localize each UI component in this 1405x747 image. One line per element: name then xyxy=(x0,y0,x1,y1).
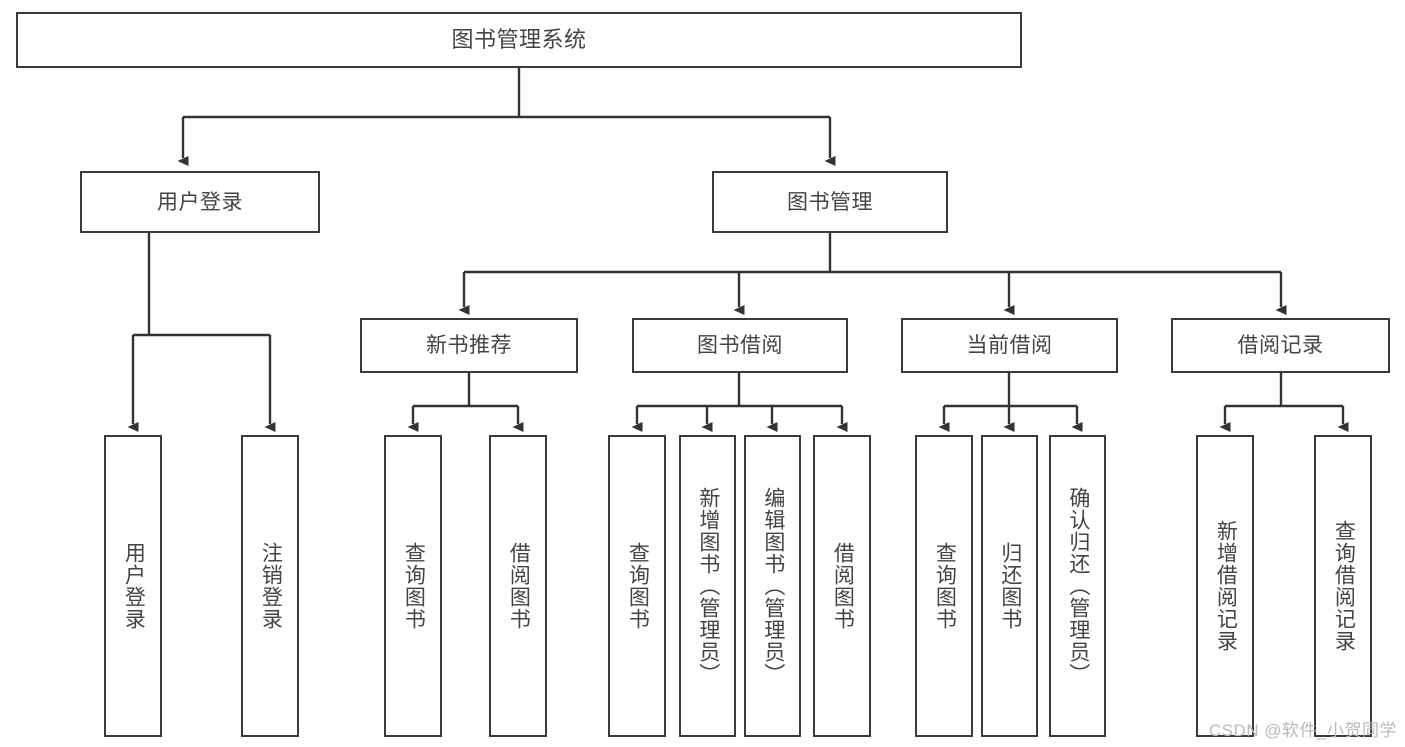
node-label: 借阅图书 xyxy=(831,542,855,630)
node-label: 新增图书（管理员） xyxy=(696,487,720,685)
leaf-current-confirm-return[interactable]: 确认归还（管理员） xyxy=(1049,435,1106,737)
node-new-book-recommend[interactable]: 新书推荐 xyxy=(360,318,578,373)
node-book-borrow[interactable]: 图书借阅 xyxy=(632,318,848,373)
node-label: 新增借阅记录 xyxy=(1214,520,1238,652)
leaf-borrow-borrow-book[interactable]: 借阅图书 xyxy=(813,435,871,737)
node-label: 查询图书 xyxy=(402,542,426,630)
leaf-borrow-add-book[interactable]: 新增图书（管理员） xyxy=(679,435,736,737)
node-label: 图书管理 xyxy=(787,190,873,214)
node-label: 查询借阅记录 xyxy=(1332,520,1356,652)
node-label: 借阅记录 xyxy=(1237,334,1324,357)
node-label: 确认归还（管理员） xyxy=(1066,487,1090,685)
leaf-user-login[interactable]: 用户登录 xyxy=(104,435,162,737)
leaf-records-add[interactable]: 新增借阅记录 xyxy=(1196,435,1254,737)
node-current-borrow[interactable]: 当前借阅 xyxy=(901,318,1118,373)
node-label: 当前借阅 xyxy=(966,334,1053,357)
watermark-text: CSDN @软件_小贺同学 xyxy=(1208,721,1397,740)
leaf-borrow-query[interactable]: 查询图书 xyxy=(608,435,666,737)
node-label: 查询图书 xyxy=(626,542,650,630)
node-root-system[interactable]: 图书管理系统 xyxy=(16,12,1022,68)
leaf-current-return[interactable]: 归还图书 xyxy=(981,435,1038,737)
leaf-newbook-borrow[interactable]: 借阅图书 xyxy=(489,435,547,737)
leaf-current-query[interactable]: 查询图书 xyxy=(915,435,973,737)
node-label: 归还图书 xyxy=(998,542,1022,630)
node-label: 注销登录 xyxy=(259,542,283,630)
node-label: 新书推荐 xyxy=(426,334,512,357)
node-label: 查询图书 xyxy=(933,542,957,630)
node-user-login[interactable]: 用户登录 xyxy=(80,171,320,233)
leaf-borrow-edit-book[interactable]: 编辑图书（管理员） xyxy=(744,435,801,737)
leaf-newbook-query[interactable]: 查询图书 xyxy=(384,435,442,737)
node-label: 图书借阅 xyxy=(697,334,783,357)
node-label: 图书管理系统 xyxy=(451,27,587,52)
leaf-user-logout[interactable]: 注销登录 xyxy=(241,435,299,737)
node-label: 借阅图书 xyxy=(507,542,531,630)
node-label: 用户登录 xyxy=(122,542,146,630)
node-borrow-records[interactable]: 借阅记录 xyxy=(1171,318,1390,373)
node-label: 编辑图书（管理员） xyxy=(761,487,785,685)
leaf-records-query[interactable]: 查询借阅记录 xyxy=(1314,435,1372,737)
node-label: 用户登录 xyxy=(157,190,243,214)
node-book-management[interactable]: 图书管理 xyxy=(712,171,948,233)
